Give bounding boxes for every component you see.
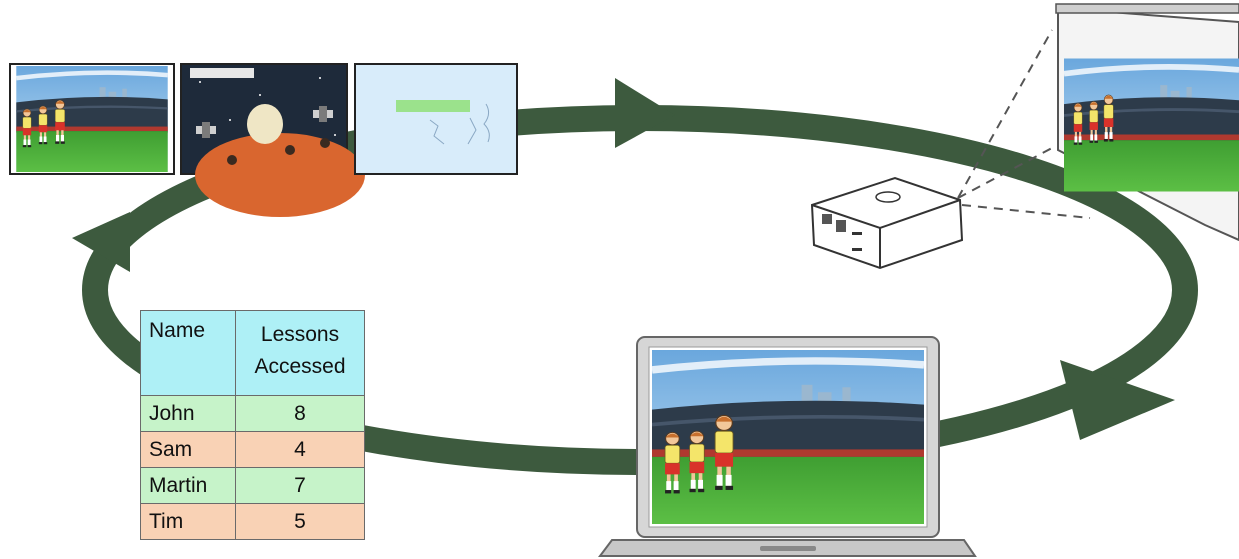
student-name: John <box>140 395 236 432</box>
table-row: Sam 4 <box>140 431 365 468</box>
slide-thumbnail-lesson[interactable] <box>354 63 518 175</box>
lessons-accessed: 4 <box>235 431 365 468</box>
header-line: Accessed <box>254 355 346 378</box>
laptop-icon <box>598 336 977 557</box>
lessons-table: Name Lessons Accessed John 8 Sam 4 Marti… <box>140 310 365 540</box>
projector-icon <box>810 176 964 270</box>
student-name: Sam <box>140 431 236 468</box>
lessons-accessed: 8 <box>235 395 365 432</box>
table-row: Martin 7 <box>140 467 365 504</box>
table-header-row: Name Lessons Accessed <box>140 310 365 396</box>
table-row: John 8 <box>140 395 365 432</box>
column-header-lessons: Lessons Accessed <box>235 310 365 396</box>
student-name: Martin <box>140 467 236 504</box>
table-row: Tim 5 <box>140 503 365 540</box>
column-header-name: Name <box>140 310 236 396</box>
header-line: Lessons <box>260 323 340 346</box>
projection-lines <box>957 29 1091 219</box>
projection-screen-icon <box>1055 3 1239 242</box>
slide-thumbnail-space[interactable] <box>180 63 365 217</box>
lessons-accessed: 7 <box>235 467 365 504</box>
slide-thumbnail-stadium[interactable] <box>9 63 175 175</box>
slide-caption-box <box>190 68 254 78</box>
lessons-accessed: 5 <box>235 503 365 540</box>
student-name: Tim <box>140 503 236 540</box>
slide-highlight <box>396 100 470 112</box>
